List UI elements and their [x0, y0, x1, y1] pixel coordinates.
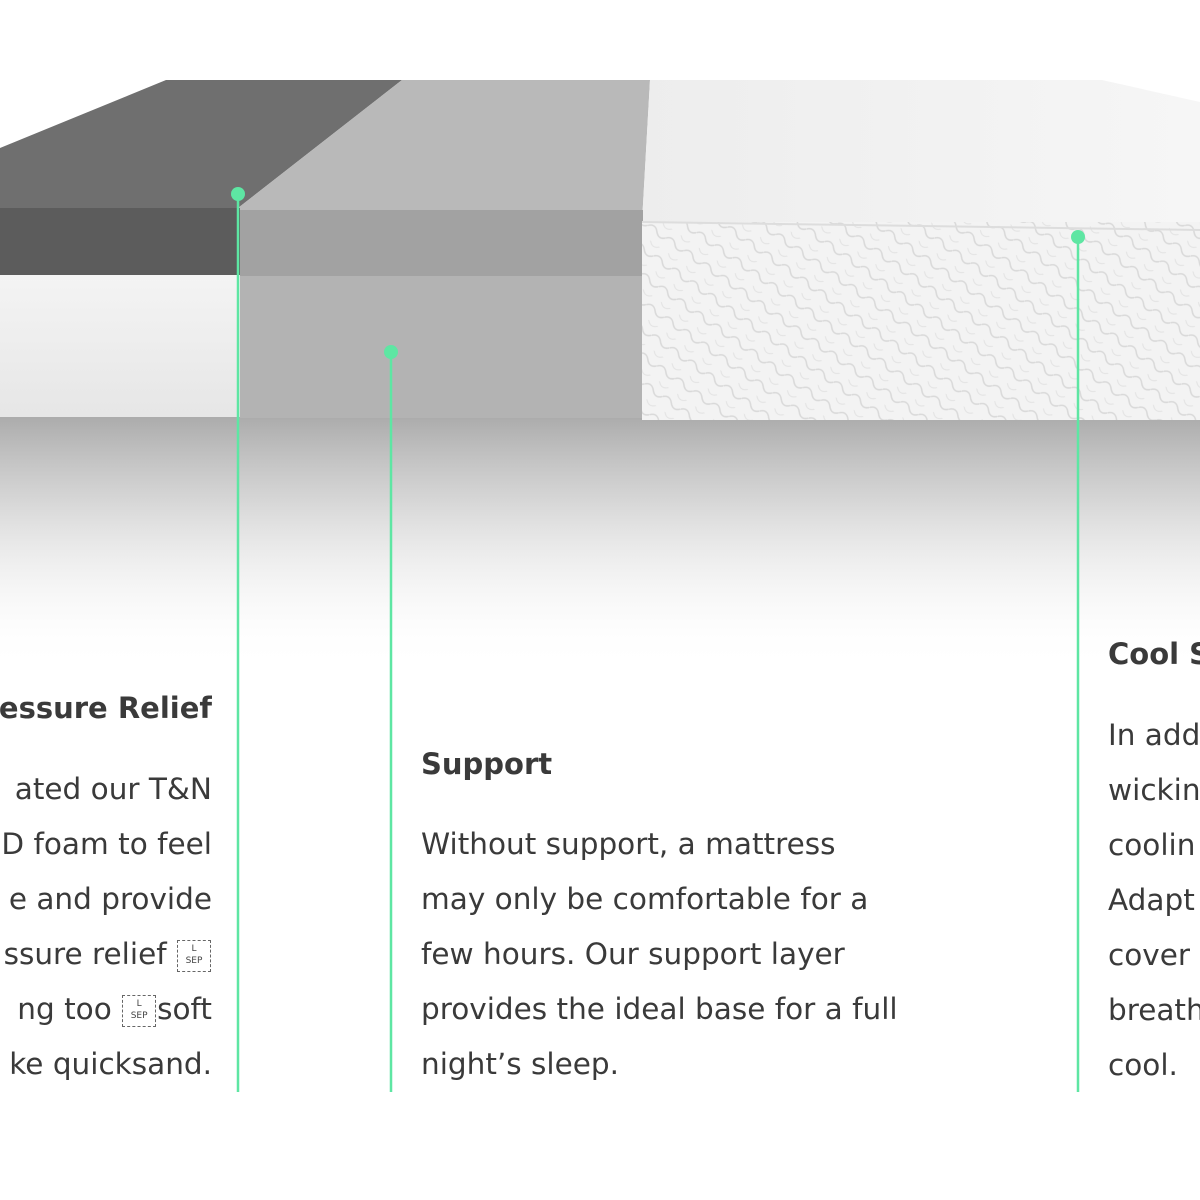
- pressure-line-6: ke quicksand.: [9, 1047, 212, 1081]
- pressure-relief-column: essure Relief ated our T&N D foam to fee…: [0, 650, 212, 1090]
- side-dark-band: [0, 208, 240, 275]
- cooling-line-1: In add: [1108, 718, 1200, 752]
- pressure-line-1: ated our T&N: [14, 772, 212, 806]
- cooling-title: Cool S: [1108, 637, 1200, 671]
- side-grey-band: [240, 210, 643, 276]
- support-line-4: provides the ideal base for a full: [421, 992, 898, 1026]
- side-lower-grey: [240, 276, 643, 418]
- callout-dot-cooling: [1071, 230, 1085, 244]
- cooling-line-2: wickin: [1108, 773, 1200, 807]
- top-cover: [642, 80, 1200, 230]
- support-line-5: night’s sleep.: [421, 1047, 619, 1081]
- top-dark-foam: [0, 80, 402, 208]
- top-grey-foam: [238, 80, 650, 222]
- cooling-line-6: breath: [1108, 993, 1200, 1027]
- support-line-2: may only be comfortable for a: [421, 882, 869, 916]
- support-line-3: few hours. Our support layer: [421, 937, 845, 971]
- cooling-body: In add wickin coolin Adapt cover breath …: [1108, 708, 1200, 1093]
- mattress-shadow: [0, 410, 1200, 670]
- cover-edge: [641, 221, 1200, 231]
- pressure-relief-body: ated our T&N D foam to feel e and provid…: [1, 762, 212, 1090]
- cooling-line-5: cover: [1108, 938, 1191, 972]
- cooling-line-7: cool.: [1108, 1048, 1178, 1082]
- cooling-line-4: Adapt: [1108, 883, 1195, 917]
- side-cover-texture: [642, 222, 1200, 420]
- callout-dot-pressure: [231, 187, 245, 201]
- support-line-1: Without support, a mattress: [421, 827, 836, 861]
- cooling-line-3: coolin: [1108, 828, 1196, 862]
- side-lower-white: [0, 275, 240, 417]
- pressure-line-2: D foam to feel: [1, 827, 212, 861]
- callout-dot-support: [384, 345, 398, 359]
- cooling-column: Cool S In add wickin coolin Adapt cover …: [1100, 600, 1200, 1100]
- support-body: Without support, a mattress may only be …: [421, 817, 898, 1092]
- pressure-relief-title: essure Relief: [0, 691, 212, 725]
- pressure-line-3: e and provide: [8, 882, 212, 916]
- support-title: Support: [421, 747, 553, 781]
